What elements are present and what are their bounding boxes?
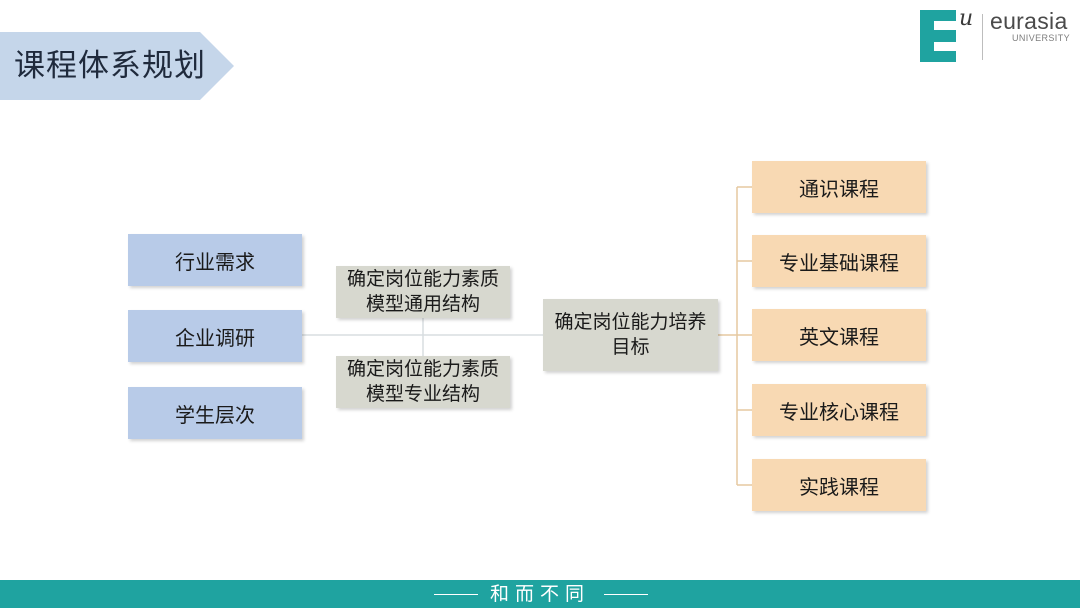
course-box-general: 通识课程 (752, 161, 926, 213)
logo-e-mark (920, 10, 956, 62)
footer-line-left (434, 594, 478, 595)
footer-line-right (604, 594, 648, 595)
middle-box-general-line1: 确定岗位能力素质 (346, 268, 499, 290)
footer-motto: 和而不同 (489, 583, 590, 605)
course-box-english: 英文课程 (752, 309, 926, 361)
goal-box: 确定岗位能力培养 目标 (543, 299, 718, 371)
logo-name: eurasia (990, 8, 1068, 34)
middle-box-general: 确定岗位能力素质 模型通用结构 (336, 266, 510, 318)
middle-box-specialty-line2: 模型专业结构 (365, 383, 480, 405)
ribbon-shape (0, 32, 234, 100)
course-box-practice: 实践课程 (752, 459, 926, 511)
footer-bar: 和而不同 (0, 580, 1080, 608)
middle-box-general-line2: 模型通用结构 (365, 293, 480, 315)
input-box-industry: 行业需求 (128, 234, 302, 286)
goal-box-line2: 目标 (611, 336, 650, 358)
input-box-enterprise: 企业调研 (128, 310, 302, 362)
course-box-foundation: 专业基础课程 (752, 235, 926, 287)
logo-subtitle: UNIVERSITY (1012, 33, 1071, 43)
logo-superscript: u (959, 6, 974, 31)
page-title: 课程体系规划 (14, 48, 206, 84)
middle-box-specialty: 确定岗位能力素质 模型专业结构 (336, 356, 510, 408)
title-ribbon: 课程体系规划 (0, 32, 234, 100)
course-box-core: 专业核心课程 (752, 384, 926, 436)
university-logo: u eurasia UNIVERSITY (920, 6, 1071, 64)
middle-box-specialty-line1: 确定岗位能力素质 (346, 358, 499, 380)
goal-box-line1: 确定岗位能力培养 (554, 311, 707, 333)
input-box-students: 学生层次 (128, 387, 302, 439)
logo-divider (982, 14, 983, 60)
